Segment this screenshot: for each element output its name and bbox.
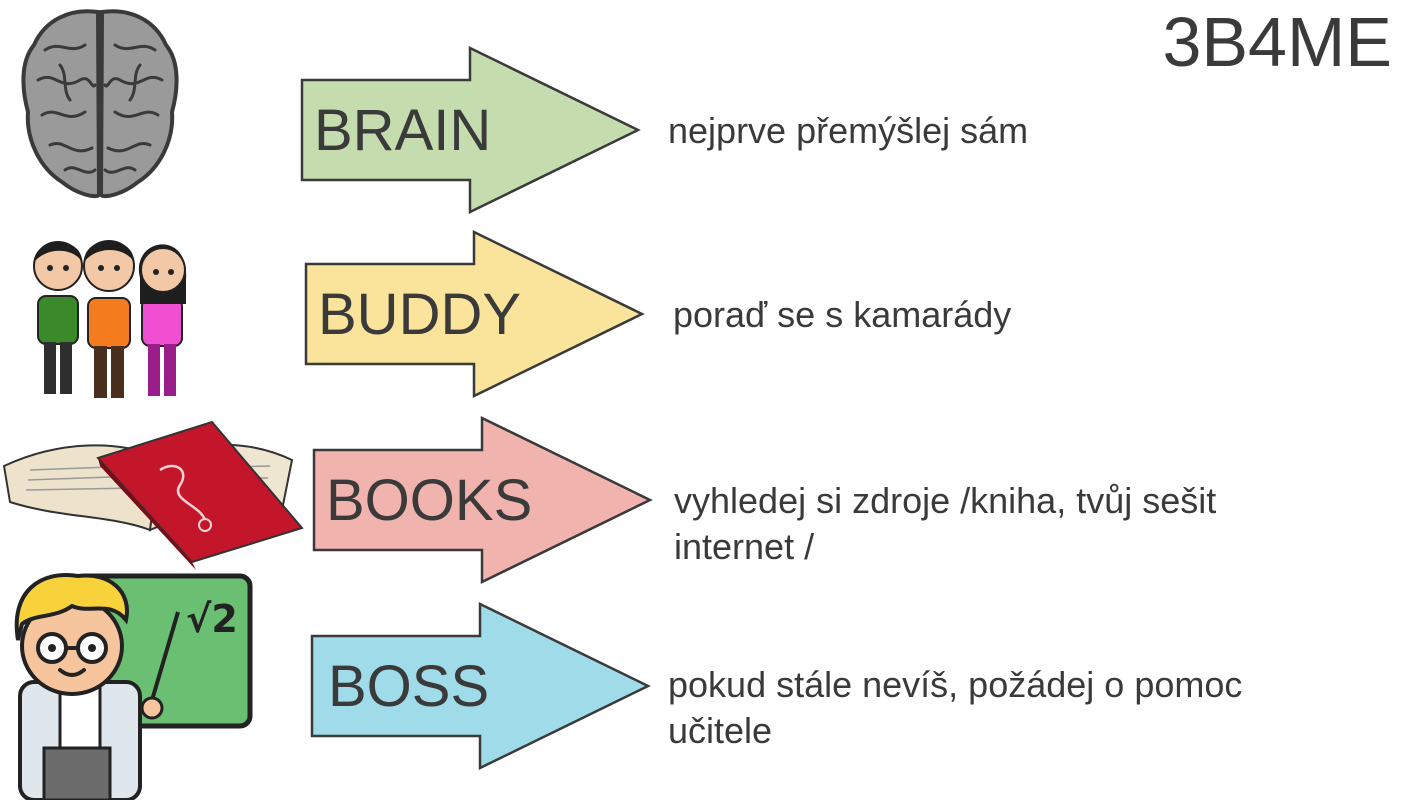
books-description: vyhledej si zdroje /kniha, tvůj sešit in… bbox=[674, 480, 1217, 567]
buddy-arrow bbox=[304, 229, 645, 399]
brain-icon bbox=[21, 9, 179, 199]
row-boss: √2 BOSS pokud stále nevíš, požádej o pom… bbox=[0, 562, 1422, 800]
brain-label: BRAIN bbox=[314, 98, 492, 163]
boss-label: BOSS bbox=[328, 654, 490, 719]
boss-description: pokud stále nevíš, požádej o pomoc učite… bbox=[668, 664, 1243, 751]
brain-arrow-shape bbox=[300, 45, 641, 215]
books-arrow bbox=[312, 415, 653, 585]
books-arrow-shape bbox=[312, 415, 653, 585]
friends-icon bbox=[33, 240, 187, 398]
row-buddy: BUDDY poraď se s kamarády bbox=[0, 208, 1422, 399]
buddy-arrow-shape bbox=[304, 229, 645, 399]
row-books: BOOKS vyhledej si zdroje /kniha, tvůj se… bbox=[0, 410, 1422, 590]
boss-arrow bbox=[310, 601, 651, 771]
books-icon bbox=[2, 420, 304, 570]
buddy-description: poraď se s kamarády bbox=[673, 294, 1012, 335]
svg-text:√2: √2 bbox=[186, 597, 238, 641]
row-brain: BRAIN nejprve přemýšlej sám bbox=[0, 0, 1422, 215]
page-title: 3B4ME bbox=[1162, 3, 1392, 81]
brain-description: nejprve přemýšlej sám bbox=[668, 110, 1029, 151]
books-label: BOOKS bbox=[326, 468, 533, 533]
boss-arrow-shape bbox=[310, 601, 651, 771]
buddy-label: BUDDY bbox=[318, 282, 522, 347]
teacher-icon: √2 bbox=[14, 573, 253, 800]
brain-arrow bbox=[300, 45, 641, 215]
